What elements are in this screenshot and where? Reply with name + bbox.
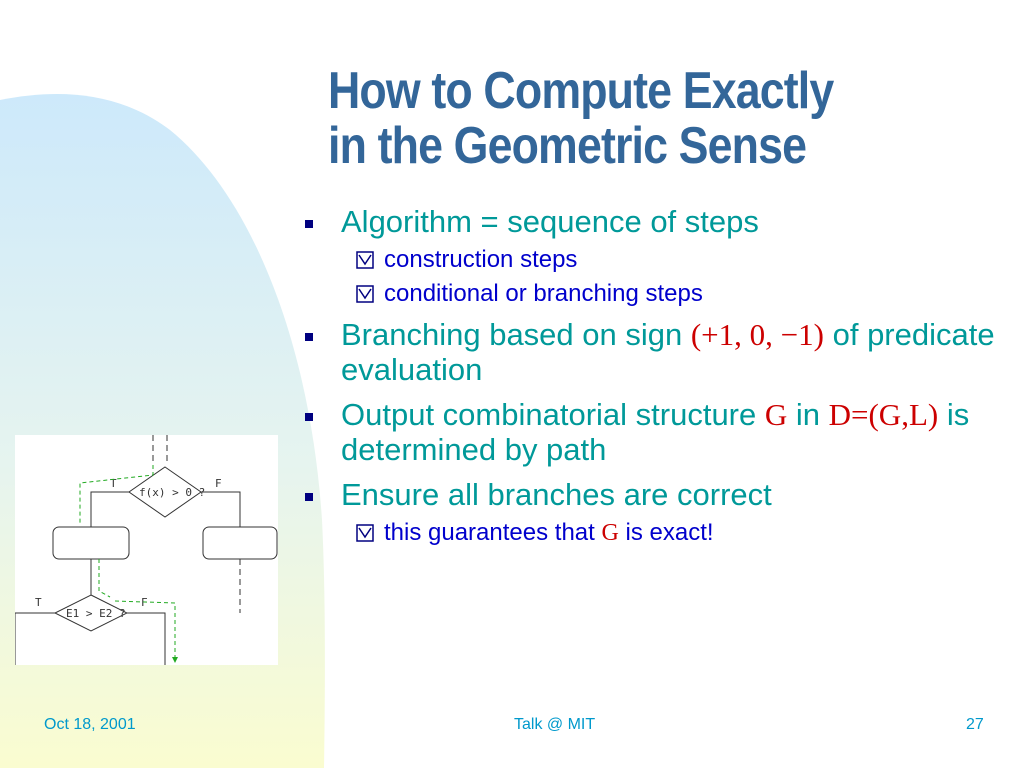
checkbox-icon bbox=[356, 285, 374, 303]
bullet-text: Ensure all branches are correct bbox=[341, 477, 772, 512]
process-box bbox=[52, 526, 130, 560]
math-g: G bbox=[764, 397, 788, 432]
true-label: T bbox=[110, 477, 117, 490]
sub-bullet-text: construction steps bbox=[384, 246, 578, 273]
bullet-list: Algorithm = sequence of steps constructi… bbox=[300, 204, 1000, 556]
footer-date: Oct 18, 2001 bbox=[44, 716, 136, 733]
sub-bullet-item: construction steps bbox=[300, 245, 1000, 275]
process-box bbox=[202, 526, 278, 560]
title-line-2: in the Geometric Sense bbox=[328, 117, 807, 175]
sub-bullet-text: is exact! bbox=[618, 519, 714, 546]
bullet-text: in bbox=[787, 397, 829, 432]
decision-diamond bbox=[128, 466, 202, 518]
sign-values: (+1, 0, −1) bbox=[690, 317, 824, 352]
checkbox-icon bbox=[356, 524, 374, 542]
footer-venue: Talk @ MIT bbox=[514, 716, 596, 733]
sub-bullet-item: this guarantees that G is exact! bbox=[300, 518, 1000, 548]
sub-bullet-text: this guarantees that bbox=[384, 519, 602, 546]
bullet-square-icon bbox=[305, 493, 313, 501]
bullet-item: Branching based on sign (+1, 0, −1) of p… bbox=[300, 317, 1000, 387]
decision-diamond bbox=[53, 594, 129, 632]
true-label: T bbox=[35, 596, 42, 609]
bullet-text: of predicate evaluation bbox=[341, 317, 995, 387]
slide-title: How to Compute Exactly in the Geometric … bbox=[328, 64, 921, 174]
sub-bullet-item: conditional or branching steps bbox=[300, 279, 1000, 309]
footer-page-number: 27 bbox=[966, 716, 984, 733]
bullet-text: Algorithm = sequence of steps bbox=[341, 204, 759, 239]
flowchart-diagram: f(x) > 0 ? T F E1 > E2 ? T F bbox=[15, 435, 278, 665]
sub-bullet-text: conditional or branching steps bbox=[384, 280, 703, 307]
bullet-text: Output combinatorial structure bbox=[341, 397, 765, 432]
false-label: F bbox=[141, 596, 148, 609]
bullet-square-icon bbox=[305, 220, 313, 228]
math-g: G bbox=[601, 520, 619, 546]
bullet-text: is determined by path bbox=[341, 397, 970, 467]
top-test-label: f(x) > 0 ? bbox=[139, 486, 205, 499]
bullet-square-icon bbox=[305, 413, 313, 421]
title-line-1: How to Compute Exactly bbox=[328, 62, 834, 120]
bullet-item: Algorithm = sequence of steps bbox=[300, 204, 1000, 239]
bottom-test-label: E1 > E2 ? bbox=[66, 607, 126, 620]
math-d: D=(G,L) bbox=[828, 397, 939, 432]
checkbox-icon bbox=[356, 251, 374, 269]
bullet-square-icon bbox=[305, 333, 313, 341]
bullet-item: Ensure all branches are correct bbox=[300, 477, 1000, 512]
false-label: F bbox=[215, 477, 222, 490]
bullet-item: Output combinatorial structure G in D=(G… bbox=[300, 397, 1000, 467]
bullet-text: Branching based on sign bbox=[341, 317, 691, 352]
